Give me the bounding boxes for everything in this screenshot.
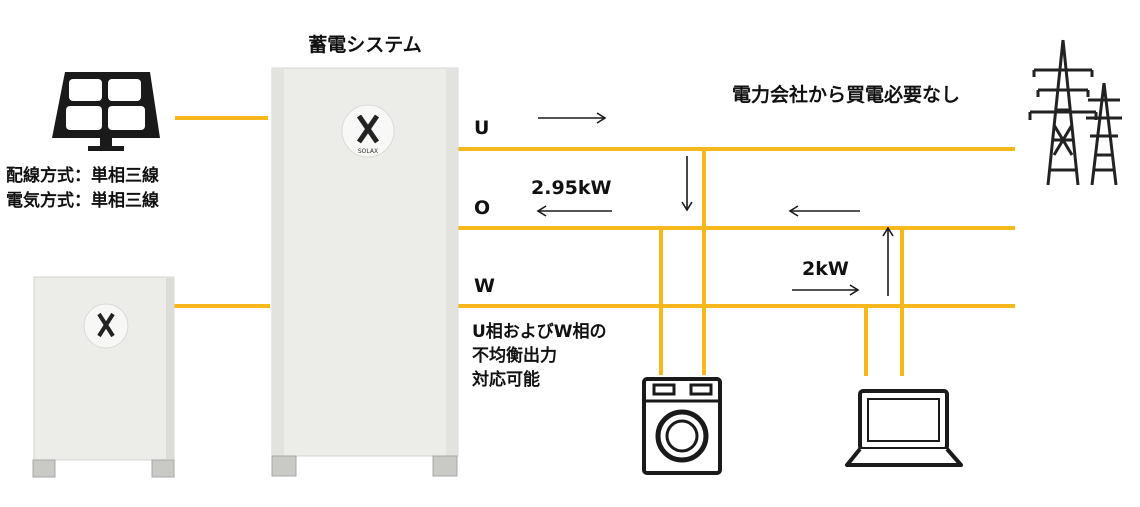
laptop-icon — [845, 389, 963, 467]
arrow-up-icon — [882, 226, 894, 296]
battery-cabinet-icon — [32, 276, 175, 478]
washing-machine-icon — [642, 377, 722, 475]
note-line-3: 対応可能 — [471, 369, 540, 390]
flow-arrows — [536, 112, 894, 296]
arrow-right-icon — [792, 284, 860, 296]
cabinet-brand: SOLAX — [358, 148, 378, 155]
wiring-method-label: 配線方式：単相三線 — [6, 165, 159, 186]
note-line-1: U相およびW相の — [472, 321, 607, 342]
arrow-left-icon — [536, 205, 612, 217]
solar-panel-icon — [52, 72, 160, 151]
arrow-left-icon — [788, 205, 860, 217]
phase-w-label: W — [474, 275, 495, 297]
note-line-2: 不均衡出力 — [472, 345, 557, 366]
phase-u-label: U — [474, 117, 489, 139]
inverter-cabinet-icon: SOLAX — [271, 67, 459, 477]
load-power-label: 2kW — [802, 258, 849, 280]
output-power-label: 2.95kW — [531, 177, 612, 199]
arrow-down-icon — [681, 156, 693, 212]
electrical-method-label: 電気方式：単相三線 — [6, 190, 159, 211]
transmission-tower-icon — [1028, 39, 1122, 186]
arrow-right-icon — [538, 112, 607, 124]
grid-label: 電力会社から買電必要なし — [732, 83, 960, 106]
system-title: 蓄電システム — [308, 33, 421, 56]
phase-o-label: O — [474, 197, 490, 219]
wiring — [172, 116, 1015, 376]
